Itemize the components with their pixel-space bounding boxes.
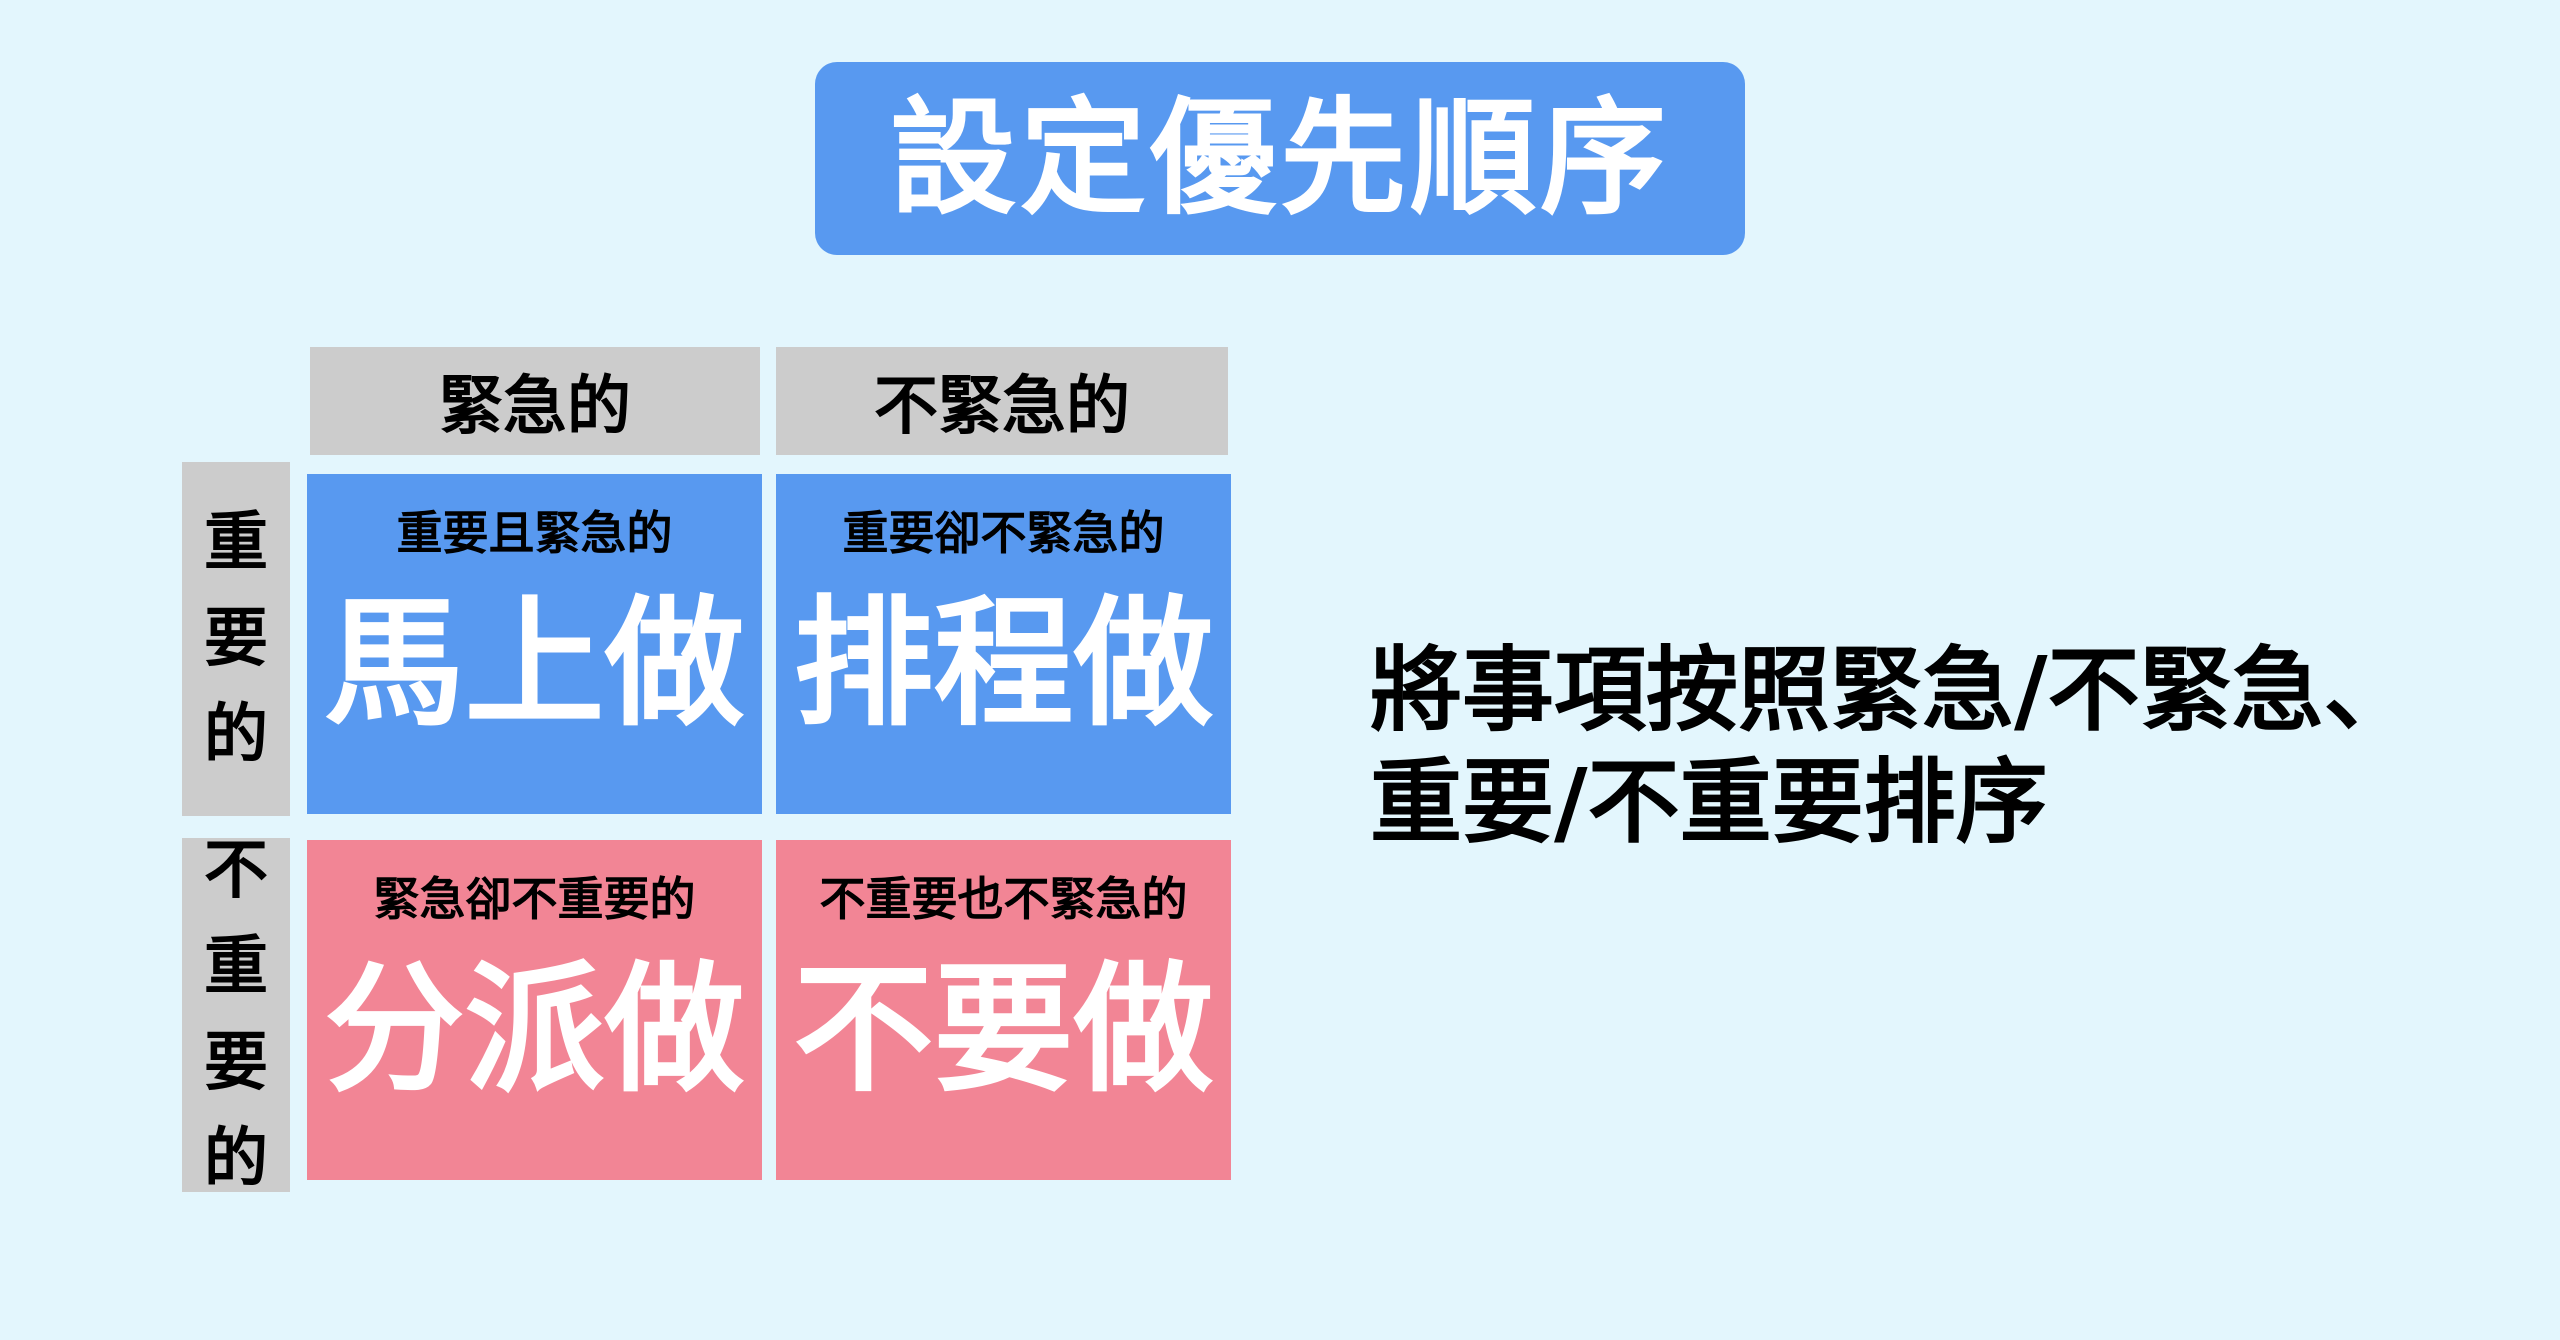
quadrant-action: 馬上做: [324, 583, 745, 747]
row-header-not-important-char: 要: [204, 1026, 268, 1100]
page-title: 設定優先順序: [890, 84, 1670, 232]
description-line-1: 將事項按照緊急/不緊急、: [1370, 637, 2416, 744]
quadrant-not-important-not-urgent: 不重要也不緊急的 不要做: [776, 840, 1231, 1180]
row-header-important-char: 重: [204, 506, 268, 580]
description-line-2: 重要/不重要排序: [1370, 749, 2048, 857]
quadrant-not-important-urgent: 緊急卻不重要的 分派做: [307, 840, 762, 1180]
quadrant-subtitle: 不重要也不緊急的: [819, 872, 1188, 926]
column-header-urgent-label: 緊急的: [439, 370, 631, 444]
quadrant-subtitle: 重要且緊急的: [396, 506, 673, 560]
quadrant-action: 不要做: [793, 949, 1214, 1113]
quadrant-important-not-urgent: 重要卻不緊急的 排程做: [776, 474, 1231, 814]
column-header-not-urgent: 不緊急的: [776, 347, 1228, 455]
quadrant-subtitle: 重要卻不緊急的: [842, 506, 1165, 560]
description-text: 將事項按照緊急/不緊急、 重要/不重要排序: [1370, 635, 2510, 859]
title-banner: 設定優先順序: [815, 62, 1745, 255]
column-header-urgent: 緊急的: [310, 347, 760, 455]
row-header-not-important-char: 重: [204, 930, 268, 1004]
row-header-important: 重 要 的: [182, 462, 290, 816]
quadrant-subtitle: 緊急卻不重要的: [373, 872, 696, 926]
row-header-important-char: 要: [204, 602, 268, 676]
row-header-not-important-char: 的: [204, 1122, 268, 1196]
column-header-not-urgent-label: 不緊急的: [874, 370, 1130, 444]
quadrant-important-urgent: 重要且緊急的 馬上做: [307, 474, 762, 814]
quadrant-action: 分派做: [324, 949, 745, 1113]
quadrant-action: 排程做: [793, 583, 1214, 747]
row-header-important-char: 的: [204, 698, 268, 772]
row-header-not-important: 不 重 要 的: [182, 834, 290, 1196]
row-header-not-important-char: 不: [204, 834, 268, 908]
